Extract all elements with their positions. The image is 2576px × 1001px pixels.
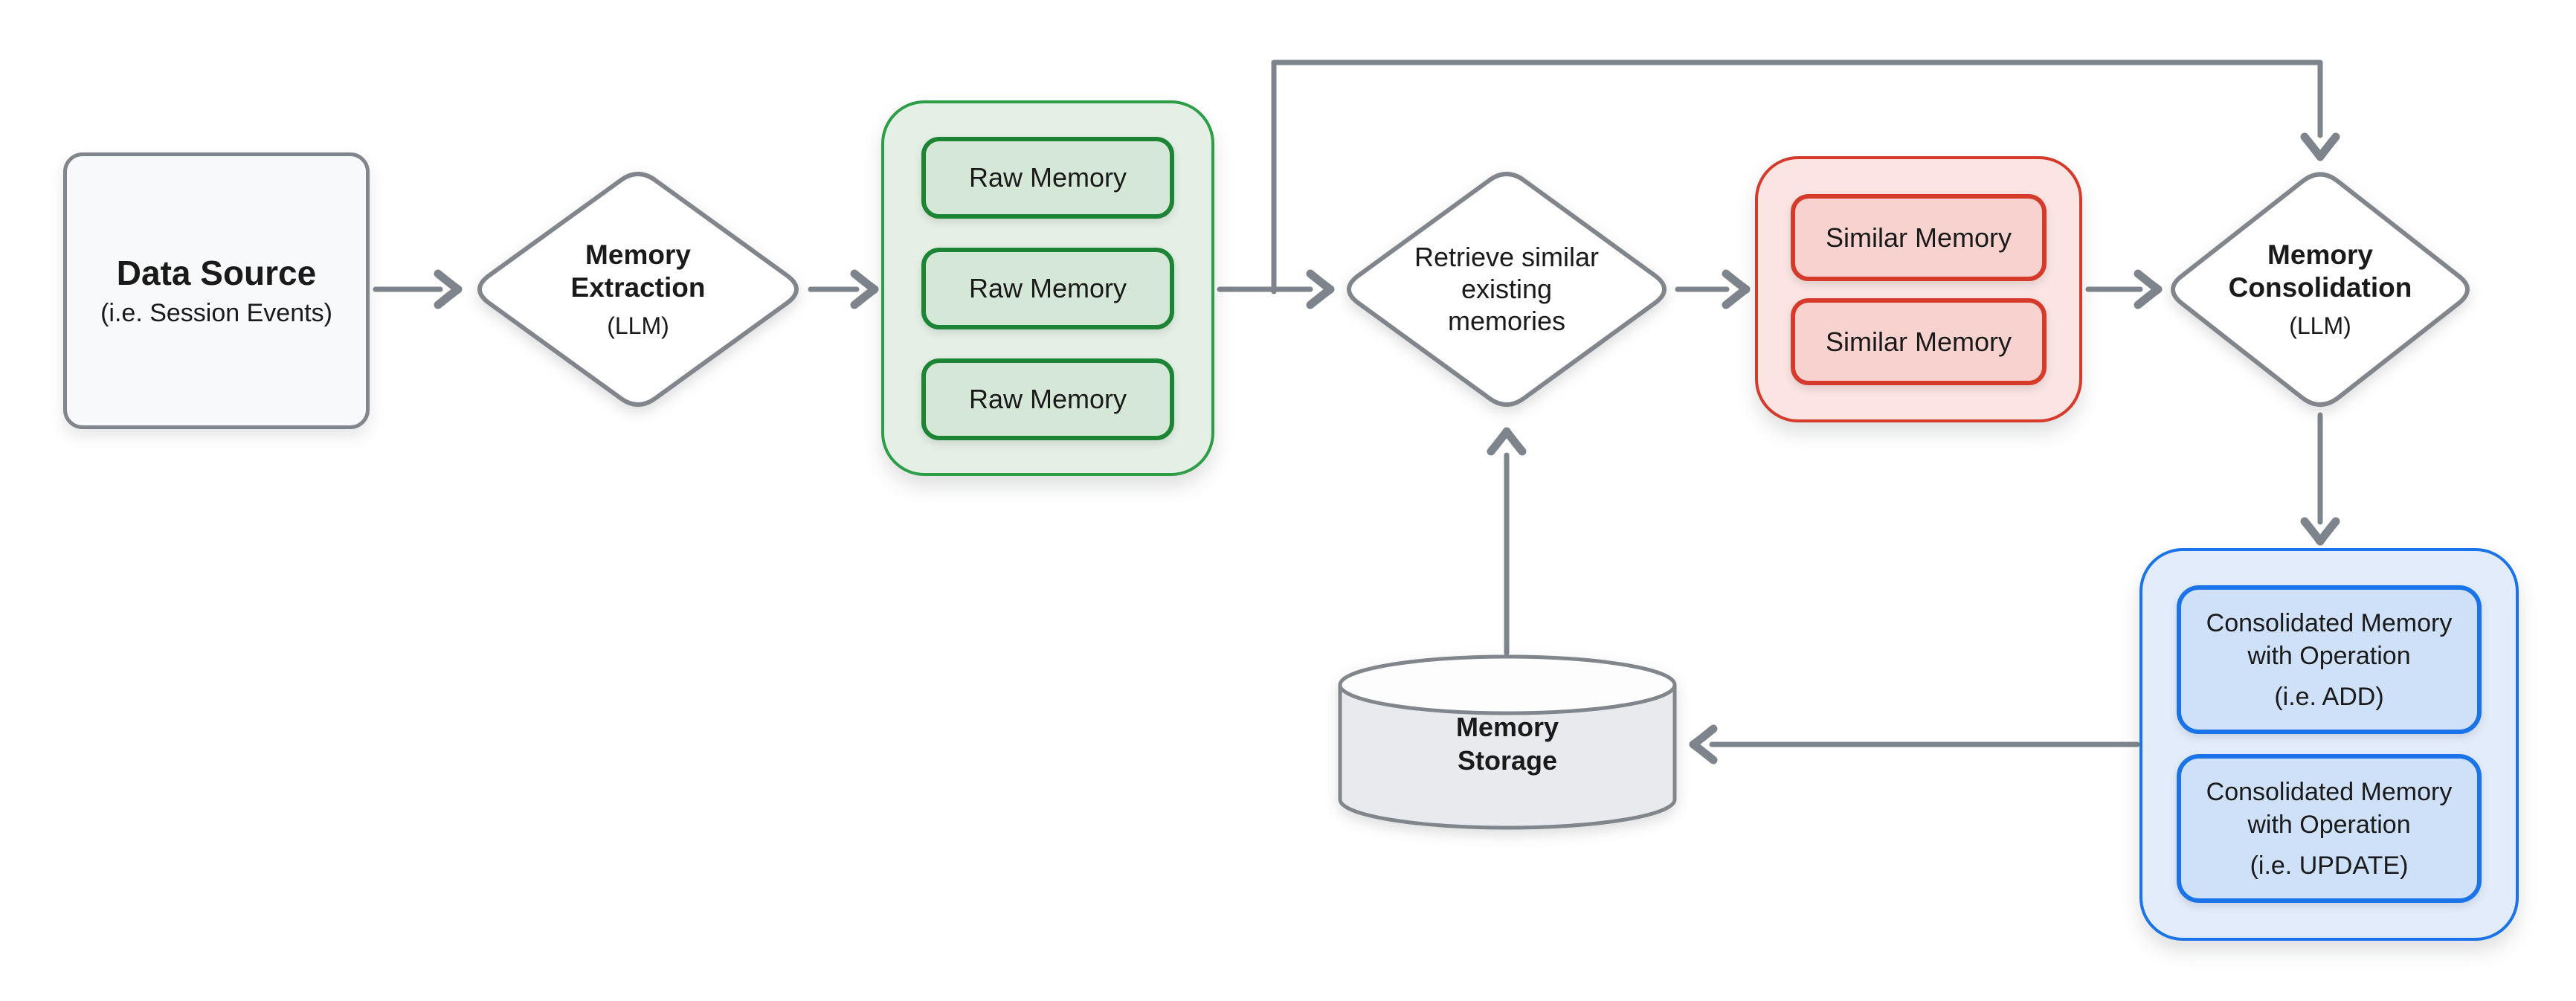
retrieve-similar-diamond: [1347, 172, 1667, 407]
arrowhead-right-4: [1722, 269, 1751, 309]
consolidated-memory-1-line2: with Operation: [2247, 641, 2411, 670]
memory-storage-line2: Storage: [1457, 745, 1558, 776]
memory-consolidation-label: Memory Consolidation (LLM): [2229, 239, 2412, 340]
similar-memory-item-2: Similar Memory: [1791, 298, 2047, 385]
raw-memory-item-2: Raw Memory: [921, 248, 1174, 329]
similar-memory-item-1: Similar Memory: [1791, 194, 2047, 281]
arrowhead-up-1: [1487, 427, 1527, 456]
cylinder-top: [1338, 654, 1677, 715]
arrowhead-right-1: [434, 269, 463, 309]
memory-extraction-label: Memory Extraction (LLM): [571, 239, 706, 340]
memory-storage-line1: Memory: [1455, 712, 1559, 742]
memory-consolidation-line2: Consolidation: [2228, 272, 2412, 303]
arrowhead-right-5: [2134, 269, 2163, 309]
consolidated-memory-1-subtitle: (i.e. ADD): [2274, 683, 2384, 712]
memory-extraction-line2: Extraction: [570, 272, 706, 303]
raw-memory-item-1: Raw Memory: [921, 137, 1174, 219]
consolidated-memory-2-subtitle: (i.e. UPDATE): [2250, 852, 2409, 881]
memory-extraction-subtitle: (LLM): [607, 312, 669, 339]
memory-consolidation-line1: Memory: [2267, 239, 2373, 271]
consolidated-memory-item-2: Consolidated Memory with Operation (i.e.…: [2177, 754, 2482, 903]
arrowhead-right-2: [850, 269, 879, 309]
cylinder-sides: [1338, 685, 1677, 799]
memory-storage-cylinder: [1338, 654, 1677, 830]
arrowhead-right-3: [1306, 269, 1335, 309]
retrieve-similar-label: Retrieve similar existing memories: [1414, 241, 1599, 338]
memory-storage-label: Memory Storage: [1456, 710, 1559, 777]
raw-memory-item-3: Raw Memory: [921, 358, 1174, 440]
consolidated-memory-2-line1: Consolidated Memory: [2206, 777, 2453, 806]
consolidated-memory-group: Consolidated Memory with Operation (i.e.…: [2139, 548, 2519, 941]
memory-consolidation-subtitle: (LLM): [2289, 312, 2351, 339]
data-source-subtitle: (i.e. Session Events): [100, 298, 332, 327]
feedback-line-raw-memory-to-consolidation: [1271, 59, 2323, 294]
retrieve-similar-line3: memories: [1447, 306, 1566, 337]
arrowhead-left-1: [1689, 724, 1718, 765]
raw-memory-group: Raw Memory Raw Memory Raw Memory: [881, 100, 1214, 476]
consolidated-memory-2-title: Consolidated Memory with Operation: [2206, 776, 2453, 841]
memory-consolidation-diamond: [2171, 172, 2470, 407]
memory-extraction-line1: Memory: [585, 239, 691, 271]
consolidated-memory-2-line2: with Operation: [2247, 810, 2411, 839]
consolidated-memory-1-line1: Consolidated Memory: [2206, 608, 2453, 637]
data-source-node: Data Source (i.e. Session Events): [63, 152, 370, 429]
similar-memory-group: Similar Memory Similar Memory: [1755, 156, 2082, 422]
consolidated-memory-item-1: Consolidated Memory with Operation (i.e.…: [2177, 585, 2482, 734]
data-source-title: Data Source: [116, 254, 317, 293]
connectors: [373, 59, 2340, 765]
arrowhead-down-1: [2300, 132, 2340, 161]
memory-extraction-diamond: [477, 172, 799, 407]
retrieve-similar-line2: existing: [1461, 274, 1553, 305]
arrowhead-down-2: [2300, 517, 2340, 546]
consolidated-memory-1-title: Consolidated Memory with Operation: [2206, 608, 2453, 672]
retrieve-similar-line1: Retrieve similar: [1414, 242, 1600, 273]
